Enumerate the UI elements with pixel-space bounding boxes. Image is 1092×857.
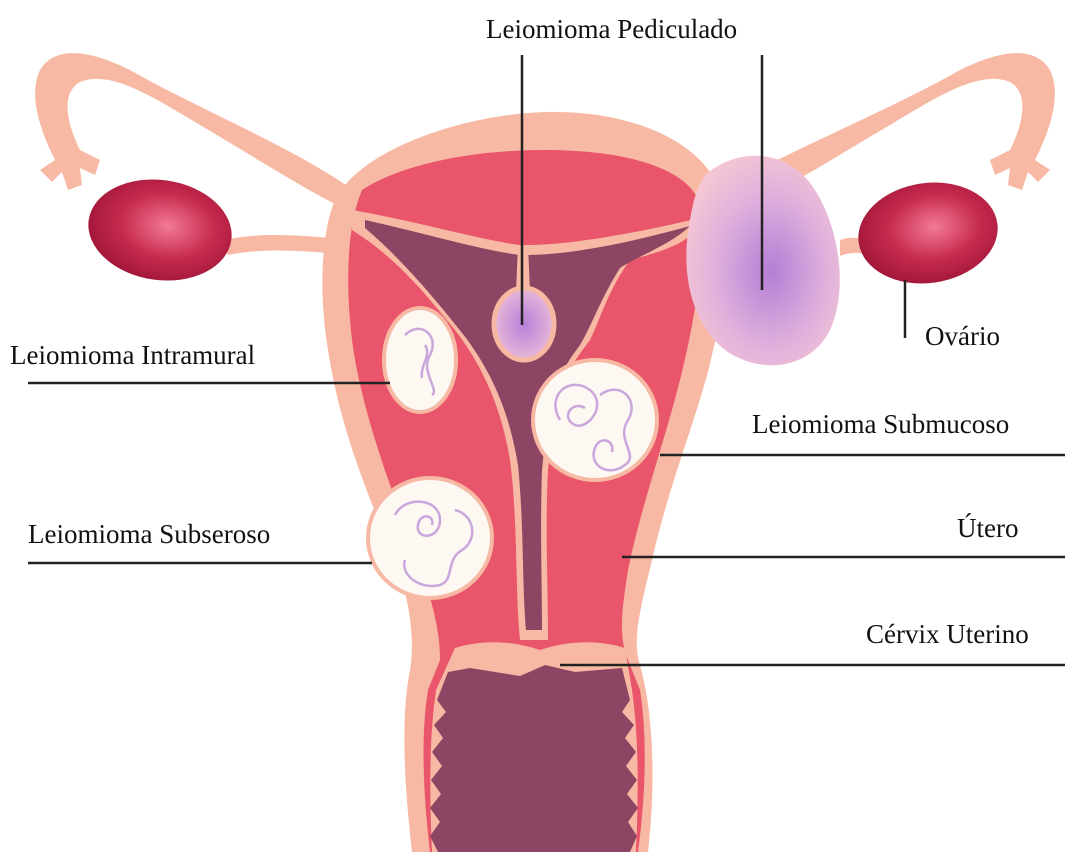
- label-leiomioma-pediculado: Leiomioma Pediculado: [486, 14, 737, 44]
- subserosal-fibroid: [368, 478, 492, 598]
- label-leiomioma-intramural: Leiomioma Intramural: [10, 340, 255, 370]
- label-cervix-uterino: Cérvix Uterino: [866, 619, 1029, 649]
- vaginal-canal: [430, 665, 638, 852]
- intramural-fibroid: [384, 308, 456, 412]
- label-leiomioma-submucoso: Leiomioma Submucoso: [752, 409, 1009, 439]
- left-ovary: [82, 170, 239, 289]
- label-leiomioma-subseroso: Leiomioma Subseroso: [28, 519, 270, 549]
- right-ovary: [852, 174, 1005, 293]
- pedunculated-fibroid: [494, 288, 554, 360]
- label-utero: Útero: [957, 513, 1018, 543]
- submucosal-fibroid: [533, 360, 657, 480]
- label-ovario: Ovário: [925, 321, 1000, 351]
